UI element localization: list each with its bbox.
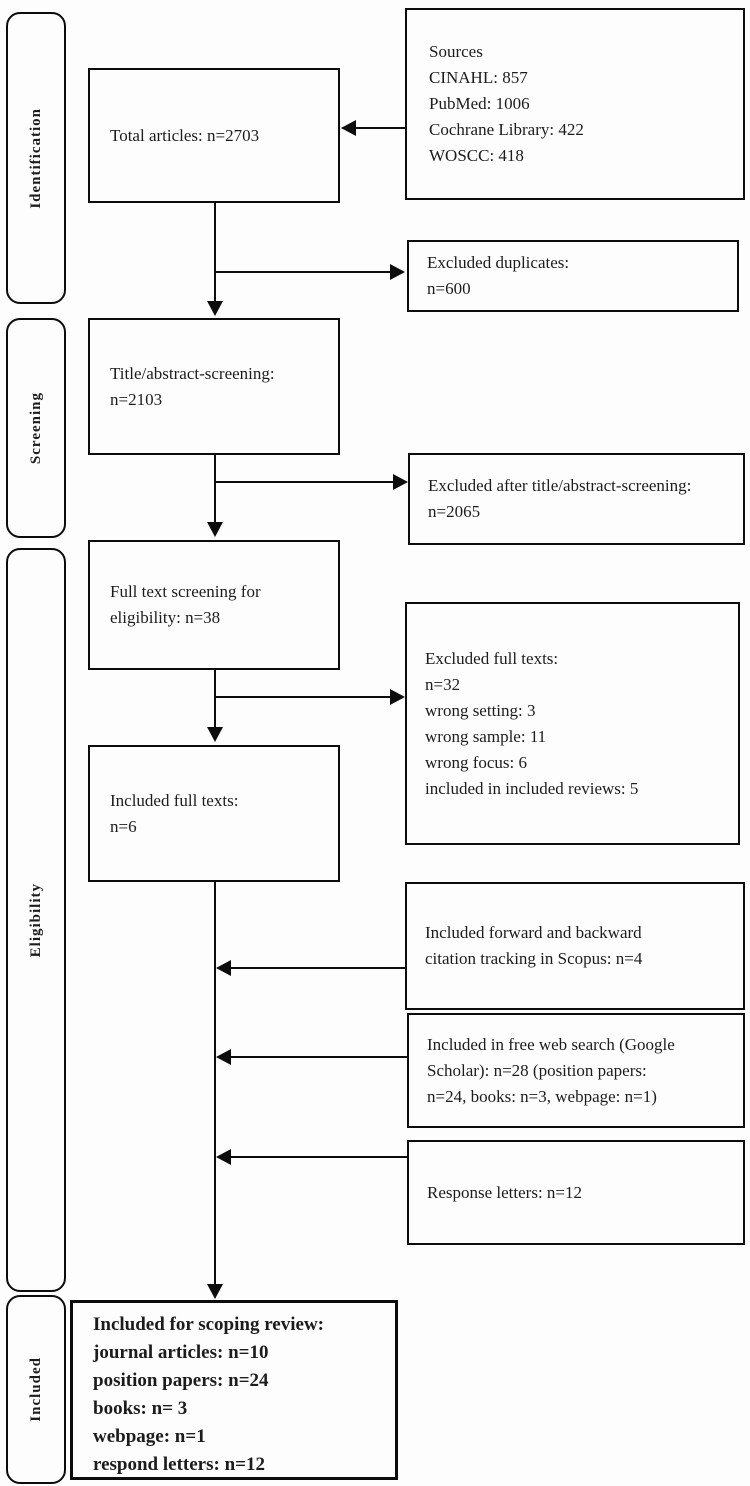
arrowhead-down-icon [207, 1284, 223, 1299]
connector-websearch-to-spine [231, 1056, 407, 1058]
box-line: webpage: n=1 [93, 1426, 206, 1447]
connector-screening-to-fulltext [214, 455, 216, 523]
box-line: wrong setting: 3 [425, 700, 536, 720]
box-line: Total articles: n=2703 [110, 125, 260, 145]
box-line: Sources [429, 42, 483, 61]
box-full-text-screening: Full text screening for eligibility: n=3… [88, 540, 340, 670]
box-line: PubMed: 1006 [429, 94, 530, 113]
arrowhead-down-icon [207, 301, 223, 316]
box-line: respond letters: n=12 [93, 1454, 265, 1475]
arrowhead-left-icon [216, 1049, 231, 1065]
arrowhead-right-icon [390, 264, 405, 280]
box-included-full-texts: Included full texts: n=6 [88, 745, 340, 882]
arrowhead-right-icon [390, 689, 405, 705]
box-line: Included in free web search (Google [427, 1034, 675, 1054]
connector-citation-to-spine [231, 967, 405, 969]
connector-sources-to-total [354, 127, 405, 129]
stage-included: Included [6, 1295, 66, 1484]
connector-total-to-screening [214, 203, 216, 303]
box-title-abstract-screening: Title/abstract-screening: n=2103 [88, 318, 340, 455]
stage-label: Identification [27, 107, 44, 209]
box-excluded-full-texts: Excluded full texts: n=32 wrong setting:… [405, 602, 740, 845]
arrowhead-left-icon [341, 120, 356, 136]
box-line: n=2103 [110, 389, 163, 409]
box-line: citation tracking in Scopus: n=4 [425, 949, 643, 968]
box-line: Excluded full texts: [425, 648, 559, 668]
box-line: position papers: n=24 [93, 1370, 269, 1391]
box-citation-tracking: Included forward and backward citation t… [405, 882, 745, 1010]
connector-branch-duplicates [214, 271, 390, 273]
box-line: CINAHL: 857 [429, 68, 528, 87]
box-excluded-title-abstract: Excluded after title/abstract-screening:… [408, 453, 745, 545]
box-line: Response letters: n=12 [427, 1182, 583, 1202]
box-line: Full text screening for [110, 582, 261, 601]
connector-branch-title-abstract-excluded [214, 481, 393, 483]
stage-label: Screening [27, 391, 44, 465]
box-line: n=6 [110, 816, 137, 836]
box-line: Included for scoping review: [93, 1314, 324, 1335]
connector-branch-excluded-fulltexts [214, 696, 390, 698]
box-line: eligibility: n=38 [110, 608, 221, 627]
connector-included-to-scoping [214, 882, 216, 1286]
arrowhead-down-icon [207, 727, 223, 742]
box-included-scoping-review: Included for scoping review: journal art… [70, 1300, 398, 1480]
box-sources: Sources CINAHL: 857 PubMed: 1006 Cochran… [405, 8, 745, 200]
box-line: wrong focus: 6 [425, 752, 527, 772]
box-line: n=2065 [428, 502, 481, 521]
box-line: Scholar): n=28 (position papers: [427, 1060, 647, 1080]
connector-fulltext-to-included [214, 670, 216, 728]
box-line: Included full texts: [110, 790, 239, 810]
arrowhead-left-icon [216, 960, 231, 976]
box-response-letters: Response letters: n=12 [407, 1140, 745, 1245]
arrowhead-right-icon [393, 474, 408, 490]
box-line: n=600 [427, 279, 471, 298]
box-web-search: Included in free web search (Google Scho… [407, 1013, 745, 1128]
box-line: Excluded after title/abstract-screening: [428, 476, 692, 495]
box-line: Excluded duplicates: [427, 253, 570, 272]
stage-label: Included [27, 1357, 44, 1422]
box-line: Cochrane Library: 422 [429, 120, 584, 139]
box-line: n=24, books: n=3, webpage: n=1) [427, 1086, 657, 1106]
box-line: journal articles: n=10 [93, 1342, 269, 1363]
box-line: WOSCC: 418 [429, 146, 524, 165]
connector-letters-to-spine [231, 1156, 407, 1158]
box-line: wrong sample: 11 [425, 726, 547, 746]
box-line: Included forward and backward [425, 923, 642, 942]
box-line: books: n= 3 [93, 1398, 188, 1419]
box-total-articles: Total articles: n=2703 [88, 68, 340, 203]
stage-screening: Screening [6, 318, 66, 538]
arrowhead-down-icon [207, 522, 223, 537]
box-excluded-duplicates: Excluded duplicates: n=600 [407, 240, 739, 312]
box-line: n=32 [425, 674, 461, 694]
box-line: included in included reviews: 5 [425, 778, 639, 798]
arrowhead-left-icon [216, 1149, 231, 1165]
box-line: Title/abstract-screening: [110, 363, 275, 383]
stage-label: Eligibility [27, 882, 44, 958]
stage-eligibility: Eligibility [6, 548, 66, 1292]
stage-identification: Identification [6, 12, 66, 304]
